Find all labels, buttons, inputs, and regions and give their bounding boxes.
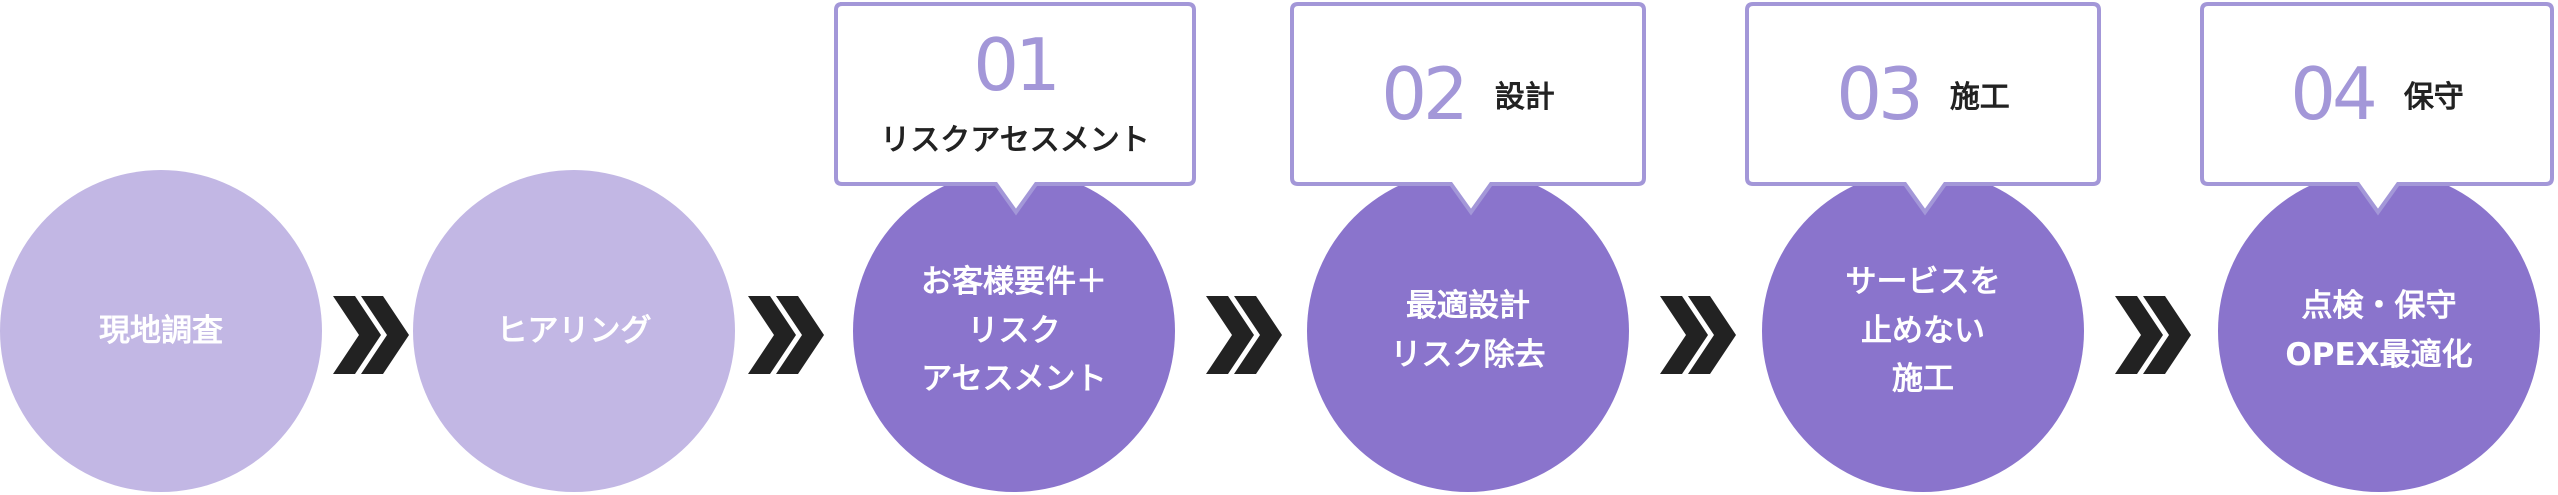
step-label: ヒアリング xyxy=(496,312,652,349)
step-circle-site-survey: 現地調査 xyxy=(0,170,322,492)
step-label: 最適設計 リスク除去 xyxy=(1390,288,1546,373)
step-circle-construction: サービスを 止めない 施工 xyxy=(1762,170,2084,492)
callout-content-01: 01 リスクアセスメント xyxy=(836,8,1194,180)
step-number: 03 xyxy=(1836,52,1924,136)
phase-label: 設計 xyxy=(1494,80,1555,115)
step-label: サービスを 止めない 施工 xyxy=(1845,263,2001,398)
step-circle-risk-assessment: お客様要件＋ リスク アセスメント xyxy=(853,170,1175,492)
double-chevron-right-icon xyxy=(2115,296,2191,374)
callout-content-02: 02 設計 xyxy=(1292,8,1644,180)
double-chevron-right-icon xyxy=(1660,296,1736,374)
double-chevron-right-icon xyxy=(748,296,824,374)
phase-label: 施工 xyxy=(1949,80,2010,115)
callout-content-04: 04 保守 xyxy=(2202,8,2552,180)
step-label: お客様要件＋ リスク アセスメント xyxy=(921,263,1107,398)
phase-label: 保守 xyxy=(2403,80,2464,115)
step-number: 04 xyxy=(2290,52,2378,136)
step-number: 01 xyxy=(973,23,1061,107)
callout-content-03: 03 施工 xyxy=(1747,8,2099,180)
step-circle-hearing: ヒアリング xyxy=(413,170,735,492)
step-number: 02 xyxy=(1381,52,1469,136)
callout-box-03 xyxy=(1745,2,2101,216)
step-circle-design: 最適設計 リスク除去 xyxy=(1307,170,1629,492)
step-label: 点検・保守 OPEX最適化 xyxy=(2285,288,2473,373)
double-chevron-right-icon xyxy=(333,296,409,374)
step-circle-maintenance: 点検・保守 OPEX最適化 xyxy=(2218,170,2540,492)
callout-box-02 xyxy=(1290,2,1646,216)
double-chevron-right-icon xyxy=(1206,296,1282,374)
phase-label: リスクアセスメント xyxy=(880,123,1150,158)
step-label: 現地調査 xyxy=(99,312,223,349)
callout-box-04 xyxy=(2200,2,2554,216)
callout-box-01 xyxy=(834,2,1196,216)
